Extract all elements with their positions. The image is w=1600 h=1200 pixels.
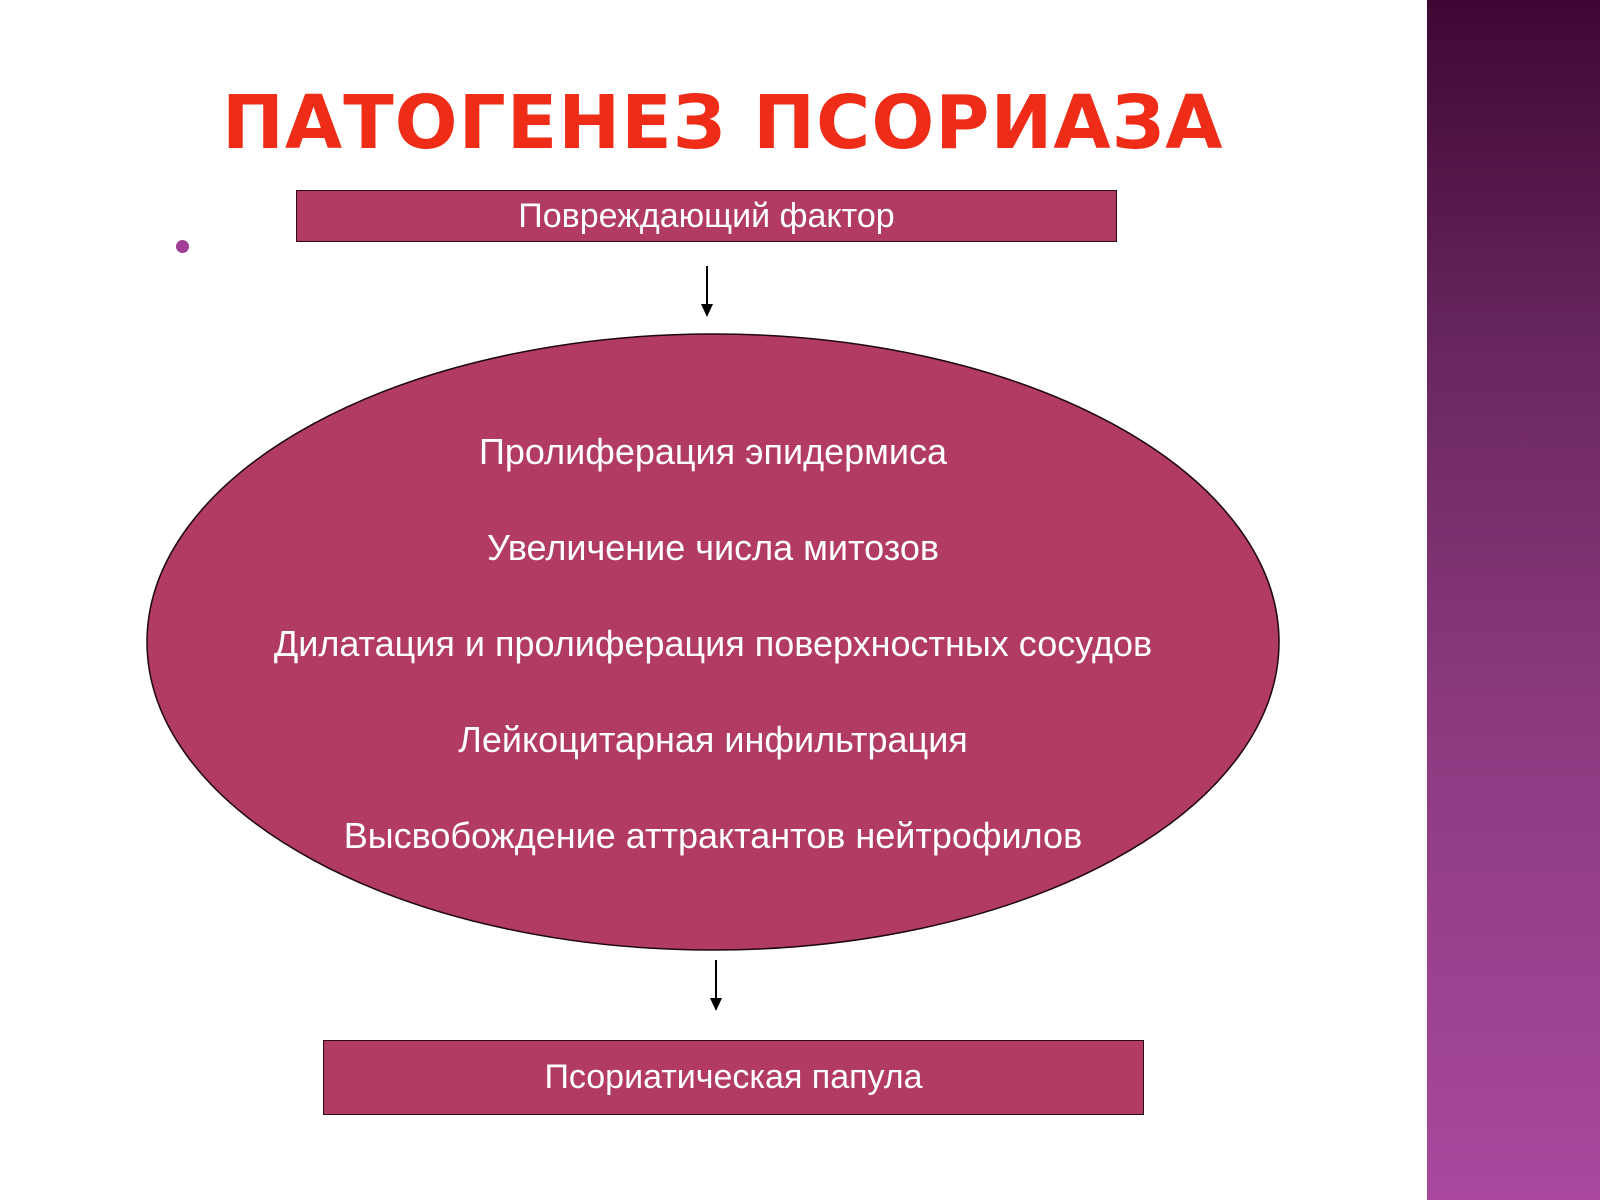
damaging-factor-label: Повреждающий фактор <box>518 196 895 235</box>
damaging-factor-box: Повреждающий фактор <box>296 190 1117 242</box>
psoriatic-papule-label: Псориатическая папула <box>544 1058 923 1096</box>
bullet-dot <box>176 240 189 253</box>
side-decoration-bar <box>1427 0 1600 1200</box>
ellipse-item: Высвобождение аттрактантов нейтрофилов <box>343 815 1083 856</box>
ellipse-item: Лейкоцитарная инфильтрация <box>458 719 968 760</box>
arrow-down-icon <box>710 960 722 1011</box>
ellipse-item: Увеличение числа митозов <box>486 527 939 568</box>
ellipse-item: Дилатация и пролиферация поверхностных с… <box>273 623 1153 664</box>
ellipse-item: Пролиферация эпидермиса <box>478 431 948 472</box>
slide-title: ПАТОГЕНЕЗ ПСОРИАЗА <box>222 80 1224 166</box>
psoriatic-papule-box: Псориатическая папула <box>323 1040 1144 1115</box>
arrow-down-icon <box>701 266 713 317</box>
